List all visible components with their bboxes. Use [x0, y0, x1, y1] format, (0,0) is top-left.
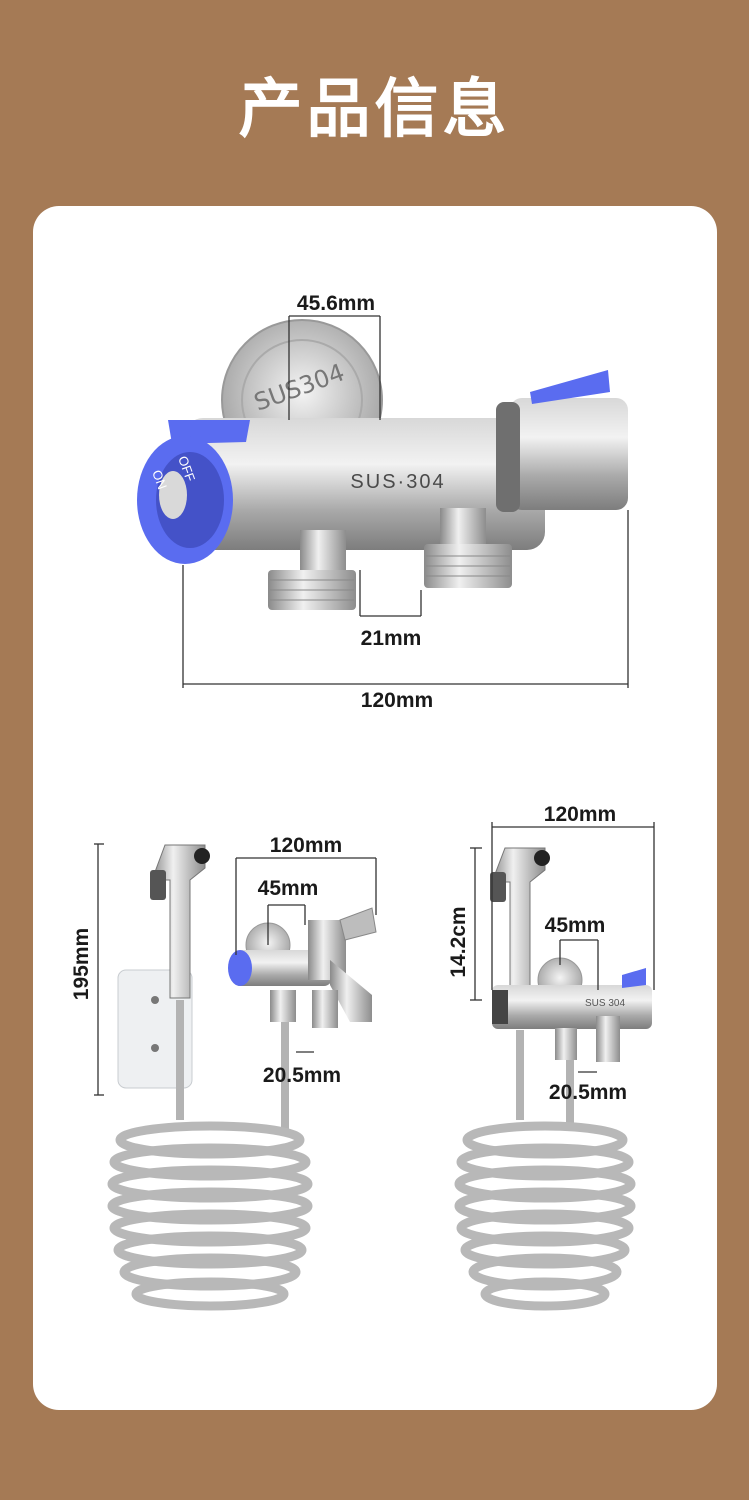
right-product-set: SUS 304 — [454, 847, 652, 1311]
left-dim-20-5: 20.5mm — [263, 1064, 341, 1087]
right-coiled-hose — [454, 1121, 636, 1311]
right-valve-body — [492, 985, 652, 1029]
outlet-right-neck — [440, 508, 486, 548]
dim-21: 21mm — [361, 627, 422, 650]
dim-120: 120mm — [361, 689, 433, 712]
top-dimensions: 45.6mm 21mm 120mm — [182, 292, 629, 712]
right-dim-120: 120mm — [544, 803, 616, 826]
right-dim-45: 45mm — [545, 914, 606, 937]
page-title: 产品信息 — [238, 73, 511, 147]
coiled-hose — [107, 1121, 313, 1311]
left-dim-45: 45mm — [258, 877, 319, 900]
main-valve: SUS304 SUS·304 ON OFF — [137, 319, 628, 610]
left-dim-195: 195mm — [70, 928, 93, 1000]
left-dimensions: 120mm 45mm 195mm 20.5mm — [70, 834, 377, 1096]
outlet-left-neck — [300, 530, 346, 574]
right-dim-14-2: 14.2cm — [447, 906, 470, 977]
sprayer-holder — [117, 969, 193, 1089]
left-dim-120: 120mm — [270, 834, 342, 857]
right-dim-20-5: 20.5mm — [549, 1081, 627, 1104]
knob-on-label: ON — [149, 468, 170, 491]
blue-handle-right — [530, 370, 610, 404]
right-sprayer-head — [491, 847, 546, 1001]
left-product-set — [107, 844, 377, 1311]
dim-45-6: 45.6mm — [297, 292, 375, 315]
valve-right-cap — [510, 398, 628, 510]
knob-center — [159, 471, 187, 519]
right-dimensions: 120mm 14.2cm 45mm 20.5mm — [447, 803, 655, 1104]
right-body-mark: SUS 304 — [585, 998, 625, 1009]
body-mark: SUS·304 — [350, 471, 445, 493]
